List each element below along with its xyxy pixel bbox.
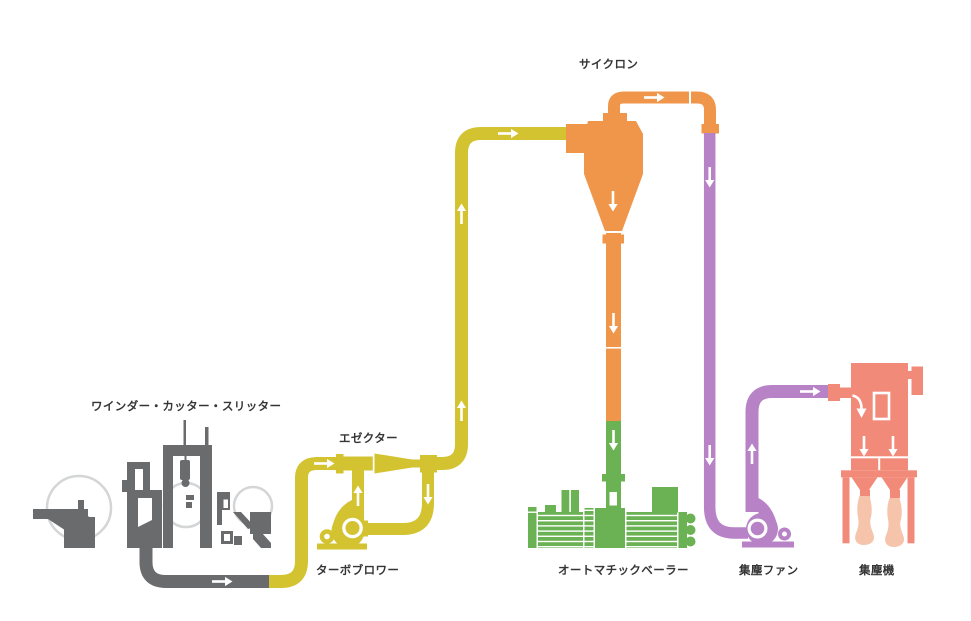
machine-part xyxy=(217,492,222,525)
label-turbo-blower: ターボブロワー xyxy=(316,565,400,577)
riser-pipe-to-cyclone xyxy=(437,127,567,470)
collector-exhaust-stub xyxy=(905,371,914,379)
blower-motor-dot xyxy=(324,533,330,540)
machine-part xyxy=(183,420,186,447)
fan-base xyxy=(742,541,794,548)
label-ejector: エゼクター xyxy=(339,433,399,445)
machine-part xyxy=(250,512,271,534)
machine-part xyxy=(205,427,209,447)
machine-window xyxy=(223,499,228,508)
machine-part xyxy=(127,462,150,469)
machine-part xyxy=(186,495,194,500)
automatic-baler xyxy=(528,421,696,548)
machine-window xyxy=(138,498,152,527)
fan-eye xyxy=(750,521,765,536)
machine-part xyxy=(143,462,150,492)
machine-part xyxy=(181,479,190,487)
pipe-joint xyxy=(606,347,621,349)
machine-part xyxy=(122,480,128,492)
machine-part xyxy=(234,536,242,545)
machine-part xyxy=(64,517,95,548)
dust-bag xyxy=(885,498,904,547)
collector-exhaust-stack xyxy=(911,366,923,395)
collector-funnel-neck xyxy=(860,490,870,498)
machine-part xyxy=(78,500,84,511)
gray-pipe xyxy=(139,546,270,588)
baler-roller xyxy=(685,525,696,535)
pipe-flange xyxy=(602,474,625,482)
baler-slat-block xyxy=(626,512,677,548)
winder-cutter-slitter-machine xyxy=(33,420,274,548)
pipe-joint xyxy=(372,453,375,474)
machine-window xyxy=(224,534,230,541)
baler-tower-window xyxy=(609,492,617,506)
blower-suction-pipe xyxy=(362,471,434,535)
machine-part xyxy=(253,533,271,548)
label-cyclone: サイクロン xyxy=(579,59,639,71)
baler-center-block xyxy=(595,508,625,548)
pipe-flange xyxy=(828,384,840,401)
blower-eye xyxy=(345,521,360,535)
collector-stand xyxy=(841,470,917,478)
collector-inlet-duct xyxy=(840,387,854,398)
machine-part xyxy=(217,492,230,497)
machine-part xyxy=(163,455,173,548)
collector-funnel xyxy=(881,477,908,490)
flow-arrow-down xyxy=(856,408,867,418)
yellow-pipe xyxy=(269,457,336,588)
label-winder: ワインダー・カッター・スリッター xyxy=(91,401,282,413)
collector-seam xyxy=(878,458,881,471)
ejector-throat xyxy=(412,459,420,468)
label-dust-collector: 集塵機 xyxy=(859,565,895,577)
collector-seam xyxy=(851,456,908,459)
pipe-flange xyxy=(336,454,344,474)
blower-base xyxy=(317,543,367,550)
pipe-joint xyxy=(689,91,691,104)
baler-slat-column xyxy=(584,508,594,548)
ejector-venturi xyxy=(374,453,412,474)
purple-return-pipe xyxy=(703,133,748,539)
pipe-coupling xyxy=(701,124,719,134)
machine-part xyxy=(163,445,212,456)
baler-end-cap xyxy=(678,512,687,548)
machine-part xyxy=(200,455,212,548)
collector-leg xyxy=(842,477,850,544)
machine-part xyxy=(233,512,255,529)
dust-fan-circuit xyxy=(703,133,828,548)
machine-outlet-pipe xyxy=(139,546,270,588)
machine-part xyxy=(127,462,135,492)
dust-bag xyxy=(855,496,874,545)
fan-discharge-pipe xyxy=(745,385,828,512)
machine-part xyxy=(33,509,88,519)
machine-part xyxy=(184,447,187,462)
collector-funnel-neck xyxy=(890,490,900,498)
yellow-pipe-circuit xyxy=(269,127,567,588)
label-dust-fan: 集塵ファン xyxy=(739,565,799,577)
pipe-coupling xyxy=(420,455,437,473)
collector-leg xyxy=(907,477,915,544)
fan-motor-dot xyxy=(782,531,787,537)
machine-part xyxy=(186,502,192,508)
pipe-flange xyxy=(362,520,368,537)
collector-funnel xyxy=(851,477,878,490)
label-baler: オートマチックベーラー xyxy=(558,565,689,577)
baler-part xyxy=(652,487,678,513)
cyclone-body xyxy=(584,121,643,231)
baler-roller xyxy=(685,513,696,524)
collector-window xyxy=(872,391,891,421)
machine-part xyxy=(180,460,190,480)
inlet-flow-curve xyxy=(852,394,863,410)
cyclone xyxy=(566,91,719,421)
baler-part xyxy=(528,507,537,548)
baler-part xyxy=(545,505,556,512)
baler-slat-block xyxy=(538,512,583,548)
pipe-flange xyxy=(602,234,624,244)
baler-seam xyxy=(528,511,537,513)
baler-roller xyxy=(685,536,696,547)
ejector-body xyxy=(343,456,374,471)
baler-seam xyxy=(569,490,571,512)
dust-collector xyxy=(828,363,923,547)
